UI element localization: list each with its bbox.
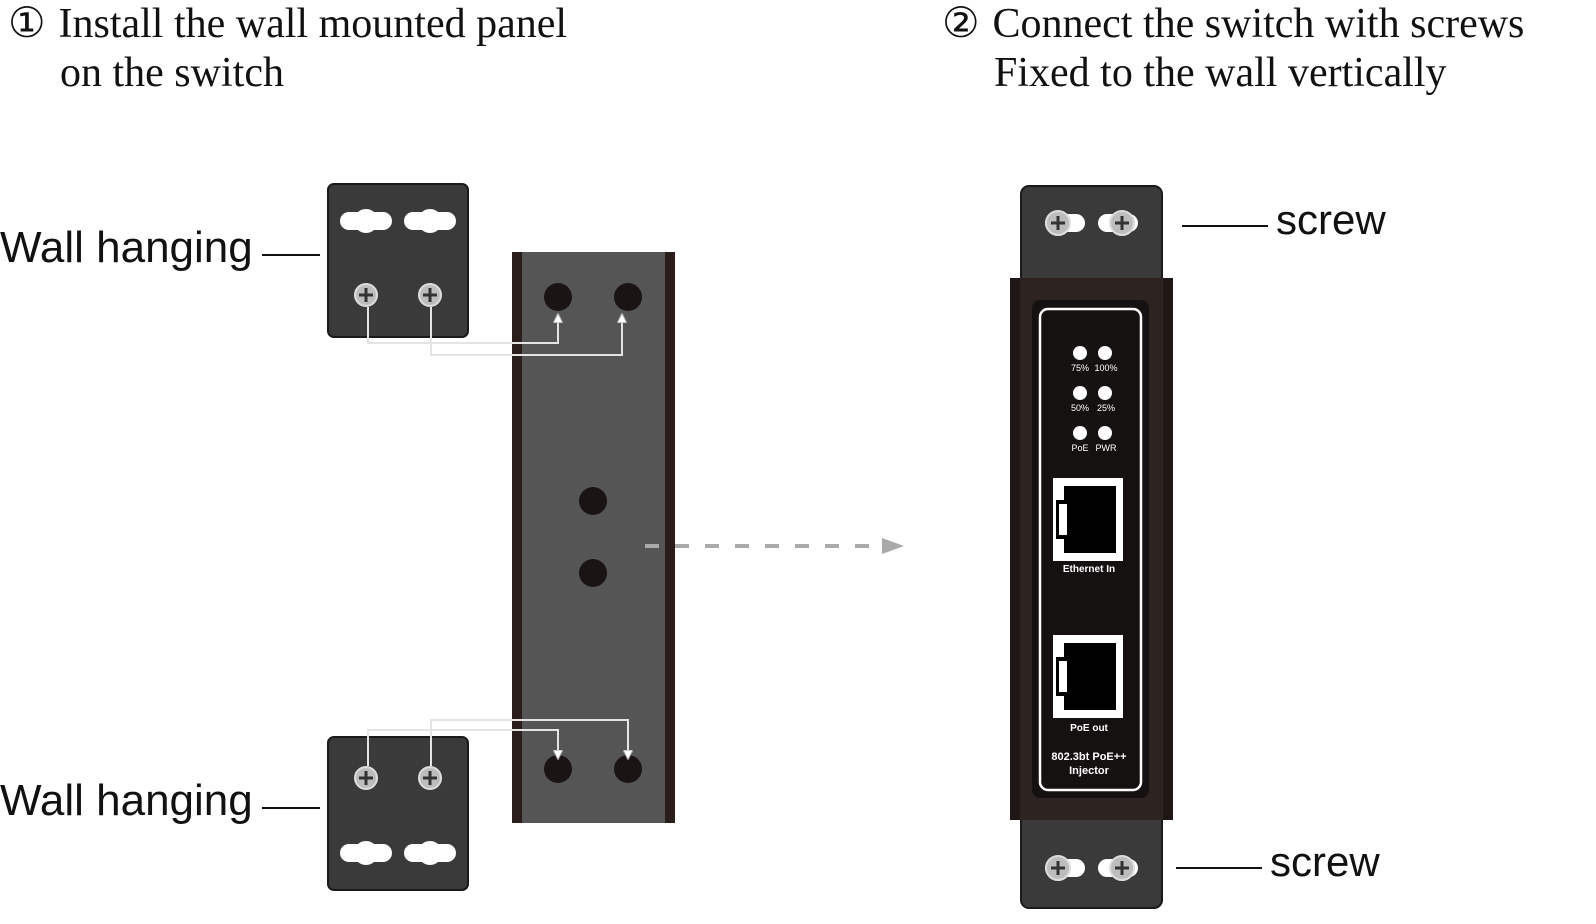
wall-hanging-label-top: Wall hanging [0,223,253,272]
led-100 [1098,346,1112,360]
led-label-100: 100% [1094,363,1117,373]
led-50 [1073,386,1087,400]
keyhole-slot-icon [404,209,456,233]
mount-hole [614,283,642,311]
screw-icon [354,283,378,307]
led-pwr [1098,426,1112,440]
keyhole-slot-icon [340,841,392,865]
screw-icon [1045,855,1085,881]
transition-arrow [645,538,904,554]
ethernet-in-port: Ethernet In [1053,478,1123,575]
led-label-25: 25% [1097,403,1115,413]
mount-hole [614,755,642,783]
wall-hanging-label-bottom: Wall hanging [0,776,253,825]
mount-hole [579,487,607,515]
screw-icon [418,766,442,790]
step-2-instruction: ② Connect the switch with screws Fixed t… [942,0,1524,98]
step-2-line-1: Connect the switch with screws [992,1,1525,47]
led-label-50: 50% [1071,403,1089,413]
step-1-line-1: Install the wall mounted panel [58,1,568,47]
screw-icon [354,766,378,790]
screw-label-top: screw [1276,196,1386,243]
led-indicators: 75% 100% 50% 25% PoE PWR [1071,346,1118,453]
mount-hole [544,755,572,783]
step-1-line-2: on the switch [60,50,284,96]
switch-rear-panel [512,252,675,823]
wall-bracket-bottom [327,736,469,891]
led-label-poe: PoE [1071,443,1088,453]
device-name-line-1: 802.3bt PoE++ [1051,751,1126,763]
led-75 [1073,346,1087,360]
led-25 [1098,386,1112,400]
screw-icon [418,283,442,307]
mount-hole [579,559,607,587]
poe-out-label: PoE out [1070,723,1108,734]
step-2-number: ② [942,1,980,47]
step-1-number: ① [8,1,46,47]
keyhole-slot-icon [404,841,456,865]
mounting-tab-bottom [1020,811,1163,909]
screw-icon [1045,210,1085,236]
screw-icon [1098,210,1138,236]
ethernet-in-label: Ethernet In [1063,564,1115,575]
led-label-75: 75% [1071,363,1089,373]
alignment-arrows-top [367,307,622,356]
mount-hole [544,283,572,311]
screw-icon [1098,855,1138,881]
led-poe [1073,426,1087,440]
wall-bracket-top [327,183,469,338]
alignment-arrows-bottom [367,719,628,766]
mounting-tab-top [1020,185,1163,287]
keyhole-slot-icon [340,209,392,233]
poe-out-port: PoE out [1053,635,1123,734]
front-panel-outline [1038,307,1143,792]
poe-injector-device: 75% 100% 50% 25% PoE PWR Ethernet In [1010,185,1173,909]
device-name-line-2: Injector [1069,765,1109,777]
step-2-line-2: Fixed to the wall vertically [994,50,1447,96]
step-1-instruction: ① Install the wall mounted panel on the … [8,0,567,98]
screw-label-bottom: screw [1270,838,1380,885]
led-label-pwr: PWR [1096,443,1117,453]
